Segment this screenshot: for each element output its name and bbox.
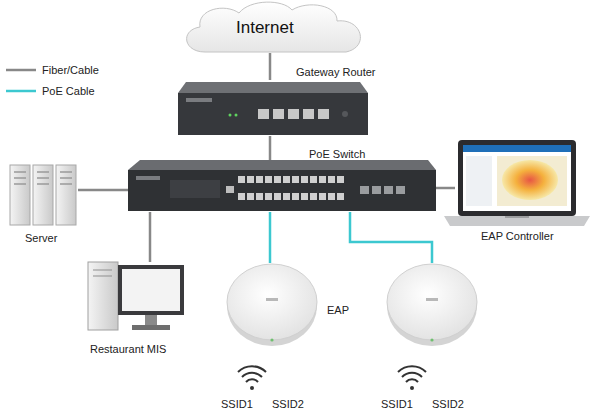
legend-line [6,69,36,72]
cable-connector [78,189,128,192]
node-label: SSID1 [381,398,413,411]
legend-line [6,90,36,93]
switch-device [128,160,436,211]
server-illustration [10,165,76,225]
laptop-illustration [444,140,590,226]
cable-connector [269,212,272,263]
controller-node: EAP Controller [455,138,590,226]
router-device [178,82,368,135]
node-label: Internet [236,18,294,38]
switch-node: PoE Switch [128,160,436,212]
legend-text: Fiber/Cable [42,64,99,77]
cloud-shape [187,2,361,52]
cable-connector [269,136,272,160]
cable-connector [149,212,152,262]
node-label: SSID2 [272,398,304,411]
node-label: EAP Controller [481,230,554,243]
legend-text: PoE Cable [42,85,95,98]
node-label: Restaurant MIS [90,343,166,356]
access-point-illustration [227,264,317,346]
wifi-symbol [238,366,266,390]
device-label: EAP [327,304,349,317]
router-node: Gateway Router [178,80,368,136]
cloud-node: Internet [190,8,360,53]
access-point-node: SSID1SSID2 [387,263,477,347]
server-node: Server [10,163,78,225]
cable-connector [350,212,432,263]
access-point-node: SSID1SSID2 [227,263,317,347]
pc-illustration [88,262,184,330]
node-label: SSID1 [221,398,253,411]
access-point-illustration [387,264,477,346]
node-label: Gateway Router [296,66,375,79]
node-label: SSID2 [432,398,464,411]
pc-node: Restaurant MIS [88,262,186,332]
node-label: Server [25,232,57,245]
node-label: PoE Switch [309,148,365,161]
cable-connector [436,187,455,190]
wifi-symbol [398,366,426,390]
cable-connector [269,53,272,80]
